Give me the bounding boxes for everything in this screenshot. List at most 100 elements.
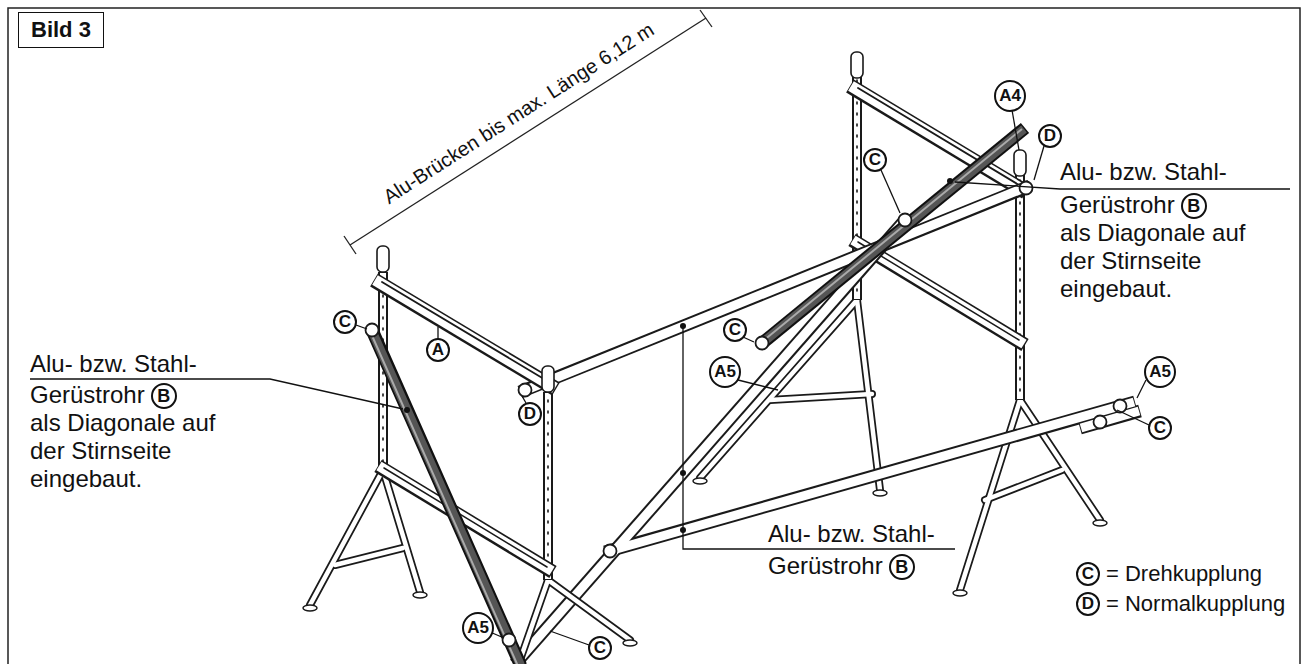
trestle-left [547, 400, 549, 575]
trestle-right [851, 52, 863, 78]
callout-letter: A5 [709, 356, 741, 388]
trestle-left [520, 580, 548, 660]
trestle-right [873, 490, 887, 496]
trestle-right [770, 394, 872, 400]
dimension-line [350, 18, 706, 245]
scaffold-tubes [899, 214, 912, 227]
callout-letter: D [518, 402, 542, 426]
leader-dots [947, 178, 953, 184]
leader-lines [30, 379, 403, 409]
callout-letter: B [151, 383, 177, 409]
callout-letter: B [889, 554, 915, 580]
trestle-left [303, 246, 637, 664]
leader-lines [1012, 110, 1019, 150]
trestle-left [375, 280, 555, 388]
trestle-left [542, 366, 554, 392]
scaffold-tubes [515, 220, 905, 664]
trestle-left [303, 592, 637, 646]
scaffold-tubes [521, 186, 1029, 392]
trestle-left [503, 634, 516, 647]
trestle-left [520, 580, 548, 660]
trestle-left [335, 548, 403, 565]
leader-lines [683, 326, 955, 549]
callout-letter: C [588, 636, 612, 660]
trestle-left [366, 324, 379, 337]
callout-letter: C [723, 318, 747, 342]
figure-title: Bild 3 [18, 12, 104, 48]
trestle-left [382, 282, 549, 382]
note-text: als Diagonale auf der Stirnseite eingeba… [30, 409, 255, 493]
scaffold-tubes [761, 129, 1024, 344]
trestle-left [374, 280, 556, 389]
trestle-left [372, 330, 520, 664]
callout-letter: D [1038, 124, 1062, 148]
trestle-left [382, 295, 384, 465]
callout-letter: A5 [462, 612, 494, 644]
leader-dots [404, 178, 953, 533]
leader-lines [738, 380, 778, 390]
scaffold-tubes [1020, 182, 1033, 195]
trestle-right [1015, 168, 1025, 400]
trestle-left [335, 548, 403, 565]
scaffold-tubes [606, 402, 1134, 552]
scaffold-tubes [760, 128, 1025, 345]
scaffold-tubes [1081, 411, 1139, 428]
trestle-right [953, 590, 967, 596]
leader-lines [1117, 410, 1149, 425]
trestle-left [370, 331, 517, 664]
scaffold-tubes [1114, 400, 1127, 413]
callout-letter: C [1148, 416, 1172, 440]
trestle-right [693, 478, 1107, 596]
trestle-right [857, 69, 1020, 399]
note-text: Alu- bzw. Stahl- [30, 350, 197, 378]
trestle-right [700, 300, 1100, 590]
leader-lines [743, 337, 754, 342]
scaffold-tubes [756, 337, 769, 350]
trestle-right [960, 400, 1020, 590]
note-text: Alu- bzw. Stahl- [768, 520, 935, 548]
trestle-left [543, 392, 553, 580]
trestle-right [960, 400, 1020, 590]
trestle-right [693, 478, 707, 484]
leader-lines [881, 170, 900, 213]
trestle-right [985, 470, 1062, 500]
trestle-left [372, 331, 520, 664]
trestle-right [1093, 520, 1107, 526]
scaffold-tubes [515, 186, 1140, 664]
note-text: Gerüstrohr [768, 552, 883, 580]
trestle-right [770, 394, 872, 400]
scaffold-tubes [519, 384, 532, 397]
callout-letter: C [333, 310, 357, 334]
leader-dots [680, 527, 686, 533]
note-text: Gerüstrohr [1060, 191, 1175, 219]
trestle-left [366, 324, 516, 647]
scaffold-tubes [516, 221, 904, 663]
leader-lines [356, 325, 367, 329]
callout-letter: A4 [994, 80, 1026, 112]
scaffold-tubes [516, 186, 1139, 663]
trestle-right [857, 68, 1020, 400]
leader-dots [404, 407, 410, 413]
leader-lines [1137, 380, 1146, 398]
note-text: Gerüstrohr [30, 381, 145, 409]
leader-lines [550, 631, 589, 645]
callout-letter: D [1076, 592, 1100, 616]
leader-dots [680, 323, 686, 329]
callout-letter: A5 [1144, 356, 1176, 388]
trestle-left [303, 605, 317, 611]
trestle-right [700, 300, 1100, 590]
trestle-right [1014, 150, 1026, 176]
leader-lines [30, 110, 1290, 645]
trestle-left [310, 470, 383, 605]
callout-letter: B [1181, 193, 1207, 219]
trestle-left [548, 580, 630, 640]
frame [8, 8, 1300, 664]
leader-dots [680, 470, 686, 476]
trestle-right [858, 242, 1019, 340]
trestle-right [1019, 180, 1021, 395]
dimension-line [700, 10, 712, 27]
note-text: = Normalkupplung [1106, 591, 1285, 617]
leader-lines [1034, 146, 1044, 180]
note-text: als Diagonale auf der Stirnseite eingeba… [1060, 219, 1285, 303]
